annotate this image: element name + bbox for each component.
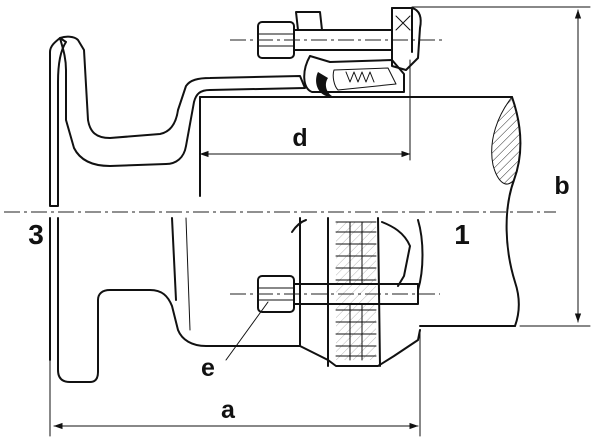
label-e: e bbox=[201, 354, 215, 382]
gasket-upper bbox=[316, 67, 397, 96]
upper-bolt bbox=[230, 21, 445, 59]
clamp-ring-upper bbox=[295, 7, 422, 93]
coupling-body-lower bbox=[291, 217, 424, 367]
pipe bbox=[199, 96, 522, 327]
label-a: a bbox=[221, 396, 236, 424]
label-d: d bbox=[292, 124, 307, 152]
lower-bolt bbox=[230, 275, 440, 313]
flange-upper-section bbox=[49, 35, 306, 207]
label-b: b bbox=[554, 172, 569, 200]
label-side-flange: 3 bbox=[28, 219, 44, 250]
leader-e bbox=[225, 301, 269, 361]
label-side-pipe: 1 bbox=[454, 219, 470, 250]
